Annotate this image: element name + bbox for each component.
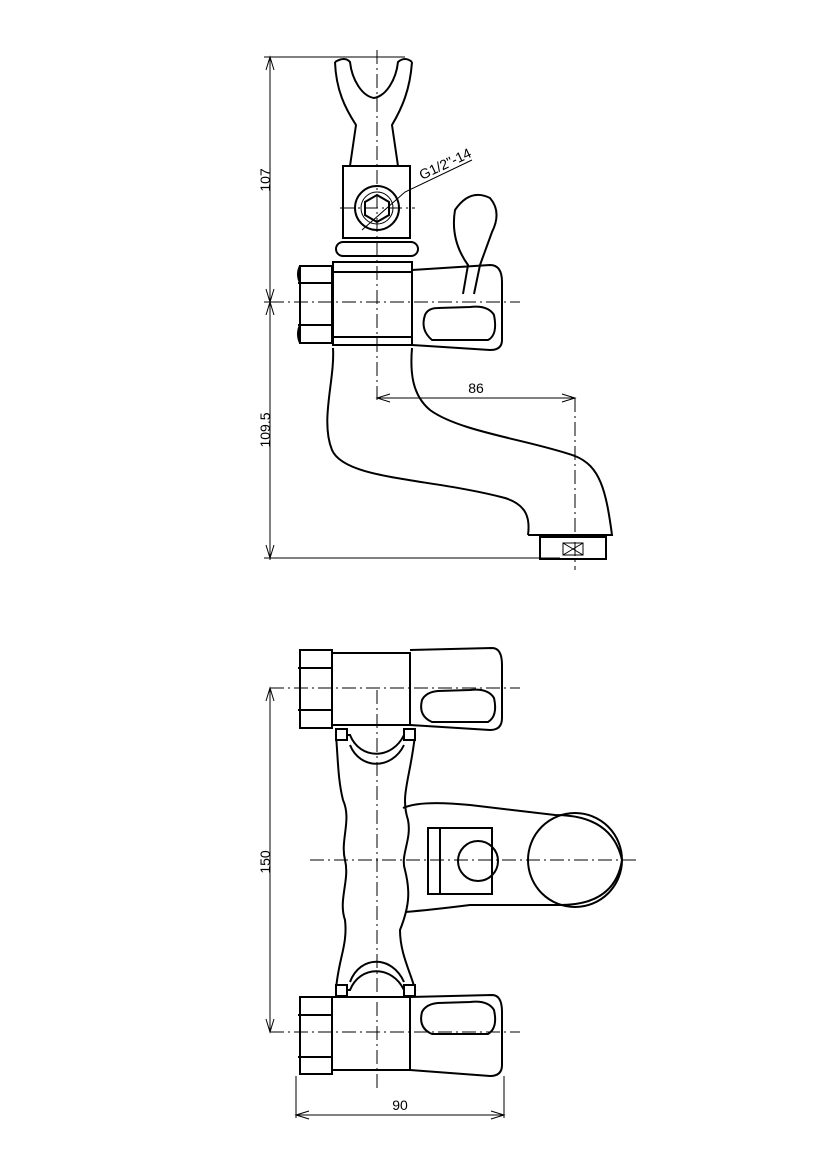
thread-leader	[361, 159, 473, 231]
spout	[326, 347, 614, 536]
lower-tap-handle	[409, 993, 503, 1078]
lower-inlet-nut	[298, 996, 333, 1075]
upper-inlet-nut	[298, 649, 333, 729]
upper-valve-body	[331, 652, 411, 726]
side-view: G1/2"-14 107 109.5 86	[257, 50, 614, 570]
inlet-spacing-label: 150	[257, 850, 273, 874]
top-view: 150 90	[257, 646, 640, 1120]
inlet-nut	[298, 265, 333, 344]
width-label: 90	[392, 1097, 408, 1113]
upper-tap-handle	[409, 646, 503, 732]
lever-handle	[452, 194, 498, 295]
valve-body	[332, 261, 413, 346]
spout-top	[402, 802, 624, 913]
spout-reach-label: 86	[468, 380, 484, 396]
shower-holder	[334, 58, 413, 167]
height-lower-label: 109.5	[257, 412, 273, 447]
spout-collar	[427, 827, 493, 895]
aerator	[539, 536, 607, 560]
tap-handle	[411, 263, 503, 352]
height-upper-label: 107	[257, 168, 273, 192]
spout-knob	[457, 840, 499, 882]
lower-valve-body	[331, 996, 411, 1071]
wall-plate	[334, 734, 417, 991]
